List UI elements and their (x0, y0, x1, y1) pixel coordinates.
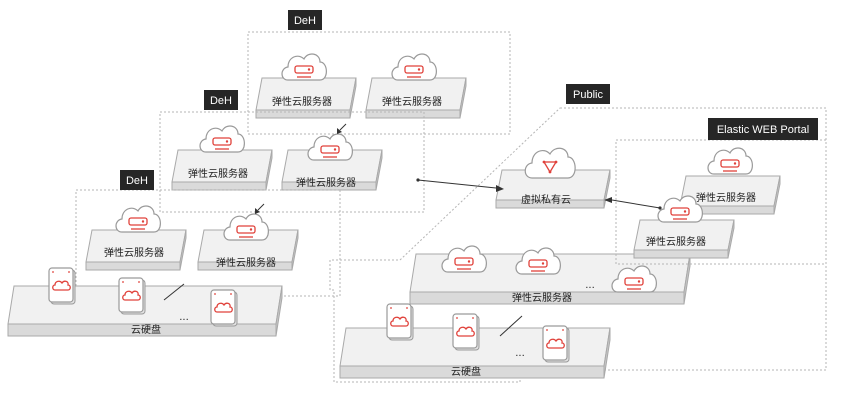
server-label: 弹性云服务器 (296, 176, 356, 189)
deh-zone-1: DeH 弹性云服务器 弹性云服务器 (247, 10, 511, 135)
deh-zone-2-server-1[interactable]: 弹性云服务器 (171, 125, 273, 191)
deh-to-vpc-link (417, 179, 497, 189)
elastic-to-vpc-link (611, 199, 661, 209)
cloud-disk-icon[interactable] (452, 313, 480, 351)
public-zone: Public 虚拟私有云 ... 弹性云服务器 (329, 84, 827, 383)
cloud-disk-icon[interactable] (48, 267, 76, 305)
cloud-server-icon (707, 147, 754, 175)
deh-zone-3-tag (120, 170, 154, 190)
elastic-server-1[interactable]: 弹性云服务器 (679, 147, 781, 215)
deh-zone-2: DeH 弹性云服务器 弹性云服务器 (159, 90, 425, 213)
disk-connector (499, 315, 523, 337)
server-label: 弹性云服务器 (696, 191, 756, 204)
deh-zone-1-server-2[interactable]: 弹性云服务器 (365, 53, 467, 119)
server-label: 弹性云服务器 (272, 95, 332, 108)
cloud-server-icon (281, 53, 328, 81)
elastic-zone-tag (708, 118, 818, 140)
cloud-server-icon (223, 213, 270, 241)
public-disk-pool: ... 云硬盘 (339, 303, 611, 379)
disk-connector (163, 283, 185, 301)
cloud-server-icon[interactable] (441, 245, 488, 273)
public-zone-boundary (329, 107, 827, 383)
deh-zone-2-tag-label: DeH (210, 95, 232, 107)
elastic-server-2[interactable]: 弹性云服务器 (633, 195, 735, 259)
arrow-icon (604, 197, 612, 203)
cloud-disk-icon[interactable] (542, 325, 570, 363)
vpc-node[interactable]: 虚拟私有云 (495, 147, 611, 209)
deh-zone-2-server-2[interactable]: 弹性云服务器 (281, 133, 383, 191)
pool-ellipsis: ... (585, 280, 595, 291)
deh-zone-3-server-1[interactable]: 弹性云服务器 (85, 205, 187, 271)
cloud-server-icon (391, 53, 438, 81)
server-pool-label: 弹性云服务器 (512, 291, 572, 304)
disk-ellipsis: ... (515, 348, 525, 359)
cloud-server-icon (199, 125, 246, 153)
deh-zone-2-boundary (159, 111, 425, 213)
public-zone-tag (566, 84, 610, 104)
deh-zone-1-tag-label: DeH (294, 15, 316, 27)
cloud-server-icon[interactable] (515, 247, 562, 275)
deh-zone-1-tag (288, 10, 322, 30)
cloud-disk-icon[interactable] (386, 303, 414, 341)
disk-ellipsis: ... (179, 312, 189, 323)
cloud-server-icon (657, 195, 704, 223)
network-links (416, 178, 662, 210)
deh-disk-pool: ... 云硬盘 (7, 267, 283, 337)
deh-connectors (255, 123, 347, 214)
elastic-zone: Elastic WEB Portal 弹性云服务器 弹性云服务器 (615, 118, 827, 265)
arrow-icon (496, 185, 504, 192)
server-label: 弹性云服务器 (188, 167, 248, 180)
vpc-label: 虚拟私有云 (521, 193, 571, 206)
cloud-disk-icon[interactable] (210, 289, 238, 327)
server-label: 弹性云服务器 (646, 235, 706, 248)
deh-zone-3-server-2[interactable]: 弹性云服务器 (197, 213, 299, 271)
server-label: 弹性云服务器 (382, 95, 442, 108)
cloud-server-icon (115, 205, 162, 233)
deh-zone-3: DeH 弹性云服务器 弹性云服务器 ... 云硬盘 (7, 170, 341, 337)
server-label: 弹性云服务器 (104, 246, 164, 259)
disk-label: 云硬盘 (131, 323, 161, 336)
cloud-disk-icon[interactable] (118, 277, 146, 315)
cloud-vpc-icon (524, 147, 576, 179)
disk-label: 云硬盘 (451, 365, 481, 378)
server-label: 弹性云服务器 (216, 256, 276, 269)
deh-zone-1-server-1[interactable]: 弹性云服务器 (255, 53, 357, 119)
cloud-server-icon (307, 133, 354, 161)
elastic-zone-tag-label: Elastic WEB Portal (717, 124, 809, 136)
deh-zone-3-tag-label: DeH (126, 175, 148, 187)
public-zone-tag-label: Public (573, 89, 603, 101)
deh-zone-2-tag (204, 90, 238, 110)
deh-zone-1-boundary (247, 31, 511, 135)
